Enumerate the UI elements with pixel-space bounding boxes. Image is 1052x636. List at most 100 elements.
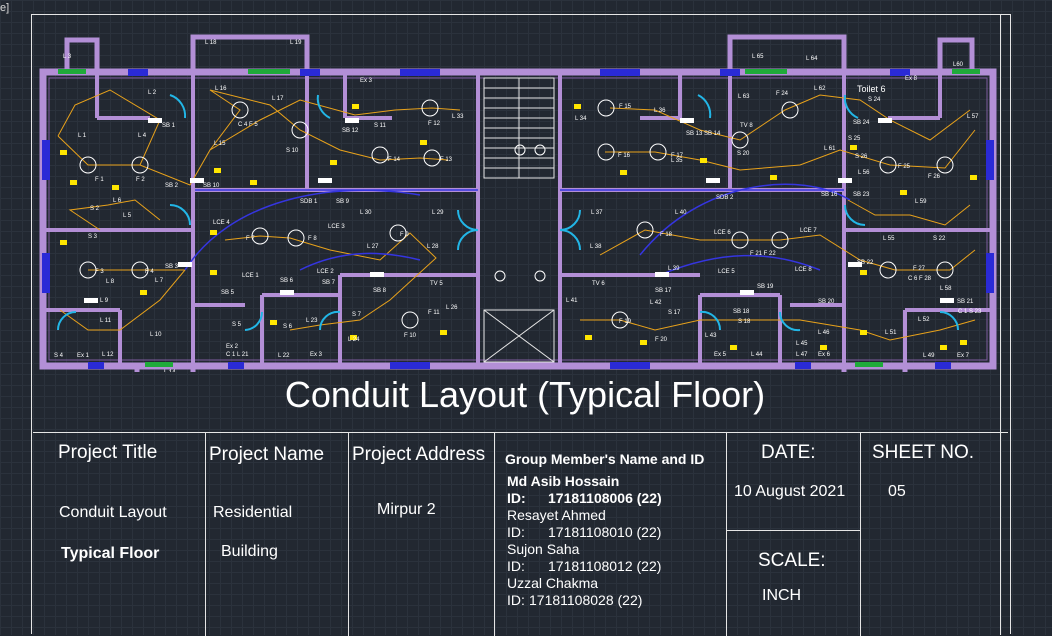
svg-text:SB 6: SB 6 — [280, 278, 294, 284]
svg-text:L 62: L 62 — [814, 86, 826, 92]
svg-text:SB 2: SB 2 — [165, 183, 179, 189]
member-name: Uzzal Chakma — [507, 575, 599, 591]
svg-text:L 45: L 45 — [796, 341, 808, 347]
svg-text:F 15: F 15 — [619, 104, 632, 110]
svg-text:F 20: F 20 — [655, 337, 668, 343]
distribution-arcs — [184, 183, 851, 276]
svg-text:F 13: F 13 — [440, 157, 453, 163]
svg-text:S 7: S 7 — [352, 312, 362, 318]
svg-text:Ex 3: Ex 3 — [310, 352, 323, 358]
svg-text:L 4: L 4 — [138, 133, 147, 139]
svg-text:Ex 8: Ex 8 — [905, 76, 918, 82]
svg-text:S 10: S 10 — [286, 148, 299, 154]
project-title-cell: Project Title Conduit Layout Typical Flo… — [33, 433, 206, 636]
svg-text:Ex 6: Ex 6 — [818, 352, 831, 358]
svg-text:L 35: L 35 — [671, 158, 683, 164]
conduit-wiring — [57, 89, 976, 341]
svg-text:TV 6: TV 6 — [592, 281, 605, 287]
svg-text:LCE 3: LCE 3 — [328, 224, 345, 230]
svg-text:TV 8: TV 8 — [740, 123, 753, 129]
svg-text:F 14: F 14 — [388, 157, 401, 163]
member-name: Resayet Ahmed — [507, 507, 606, 523]
svg-text:S 5: S 5 — [232, 322, 242, 328]
svg-text:SB 22: SB 22 — [857, 260, 874, 266]
member-id: 17181108010 (22) — [548, 524, 662, 540]
project-address-cell: Project Address Mirpur 2 — [349, 433, 495, 636]
svg-text:C 1 S 23: C 1 S 23 — [958, 309, 982, 315]
drawing-title: Conduit Layout (Typical Floor) — [284, 374, 766, 415]
svg-text:L 12: L 12 — [102, 352, 114, 358]
svg-text:S 4: S 4 — [54, 353, 64, 359]
svg-text:S 2: S 2 — [90, 206, 100, 212]
svg-text:L 26: L 26 — [446, 305, 458, 311]
svg-text:F 3: F 3 — [95, 269, 104, 275]
svg-text:F 26: F 26 — [928, 174, 941, 180]
svg-text:SB 3: SB 3 — [165, 264, 179, 270]
svg-text:L 47: L 47 — [796, 352, 808, 358]
member-id-label: ID: — [507, 524, 525, 540]
svg-text:F 12: F 12 — [428, 121, 441, 127]
svg-text:F 11: F 11 — [428, 310, 440, 316]
svg-text:L 40: L 40 — [675, 210, 687, 216]
svg-text:SDB 1: SDB 1 — [300, 199, 318, 205]
svg-text:LCE 7: LCE 7 — [800, 228, 817, 234]
svg-text:L 9: L 9 — [100, 298, 109, 304]
date-heading: DATE: — [761, 442, 816, 463]
svg-text:F 18: F 18 — [660, 232, 673, 238]
window-corner-label: e] — [0, 2, 10, 14]
member-id-label: ID: — [507, 592, 525, 608]
svg-text:F 2: F 2 — [136, 177, 145, 183]
project-name-heading: Project Name — [209, 444, 325, 465]
svg-text:LCE 4: LCE 4 — [213, 220, 230, 226]
svg-text:L 43: L 43 — [705, 333, 717, 339]
svg-text:S 6: S 6 — [283, 324, 293, 330]
svg-text:SB 1: SB 1 — [162, 123, 176, 129]
svg-text:L 37: L 37 — [591, 210, 603, 216]
scale-value: INCH — [762, 587, 802, 604]
svg-text:L 46: L 46 — [818, 330, 830, 336]
svg-text:L 44: L 44 — [751, 352, 763, 358]
svg-text:S 22: S 22 — [933, 236, 946, 242]
svg-text:L 42: L 42 — [650, 300, 662, 306]
sheet-border-right — [1000, 14, 1001, 635]
svg-text:L 64: L 64 — [806, 56, 818, 62]
svg-text:F 19: F 19 — [619, 319, 632, 325]
svg-text:LCE 5: LCE 5 — [718, 269, 735, 275]
window-openings — [42, 69, 994, 369]
svg-text:L 49: L 49 — [923, 353, 935, 359]
room-label-toilet-6: Toilet 6 — [857, 84, 886, 94]
svg-text:SDB 2: SDB 2 — [716, 195, 734, 201]
svg-text:SB 8: SB 8 — [373, 288, 387, 294]
svg-text:SB 23: SB 23 — [853, 192, 870, 198]
svg-text:S 17: S 17 — [668, 310, 681, 316]
svg-text:L 38: L 38 — [590, 244, 602, 250]
svg-text:F 9: F 9 — [400, 232, 409, 238]
svg-text:Ex 7: Ex 7 — [957, 353, 970, 359]
svg-text:L 5: L 5 — [123, 213, 132, 219]
svg-text:L 58: L 58 — [940, 286, 952, 292]
svg-text:F 17: F 17 — [671, 153, 684, 159]
svg-text:SB 20: SB 20 — [818, 299, 835, 305]
svg-text:S 25: S 25 — [848, 136, 861, 142]
date-value: 10 August 2021 — [734, 483, 846, 500]
member-name: Sujon Saha — [507, 541, 580, 557]
member-id: 17181108028 (22) — [529, 592, 643, 608]
svg-text:L 3: L 3 — [63, 54, 72, 60]
svg-text:L 51: L 51 — [885, 330, 897, 336]
member-name: Md Asib Hossain — [507, 473, 620, 489]
project-title-value-line2: Typical Floor — [61, 545, 160, 562]
svg-text:LCE 1: LCE 1 — [242, 273, 259, 279]
svg-text:L 65: L 65 — [752, 54, 764, 60]
project-title-value-line1: Conduit Layout — [59, 504, 167, 521]
svg-text:C 1 L 21: C 1 L 21 — [226, 352, 249, 358]
svg-text:F 25: F 25 — [898, 164, 911, 170]
date-scale-divider — [727, 530, 861, 531]
scale-heading: SCALE: — [758, 550, 826, 571]
svg-text:L 22: L 22 — [278, 353, 290, 359]
sheet-border — [31, 14, 1011, 634]
member-id: 17181108006 (22) — [548, 490, 662, 506]
floor-plan-drawing[interactable]: Toilet 6 L 3L 18L 19 Ex 3L 65L 64 L60Ex … — [0, 0, 1052, 372]
svg-text:SB 19: SB 19 — [757, 284, 774, 290]
svg-text:L 17: L 17 — [272, 96, 284, 102]
